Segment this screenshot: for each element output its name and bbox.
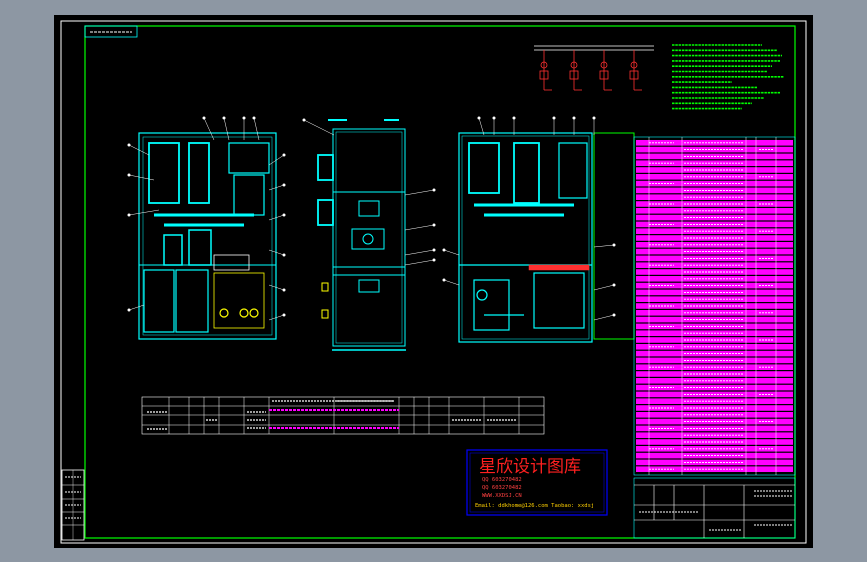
title-block	[633, 477, 796, 539]
cad-drawing: 星欣设计图库 QQ 603270482 QQ 603270482 WWW.XXD…	[60, 20, 807, 544]
side-elevation-view	[317, 119, 406, 351]
outer-sheet-border	[60, 20, 807, 544]
rear-section-view	[458, 132, 635, 343]
left-revision-strip	[61, 469, 85, 541]
watermark-title: 星欣设计图库	[479, 457, 581, 477]
drawing-number-tag	[84, 25, 138, 38]
watermark-email: Email: ddkhome@126.com Taobao: xxdsj	[475, 503, 594, 509]
watermark-qq-2: QQ 603270482	[482, 485, 522, 491]
bill-of-materials	[633, 136, 796, 476]
single-line-diagram	[534, 45, 654, 91]
equipment-schedule-table	[141, 396, 545, 435]
cad-viewport[interactable]: 星欣设计图库 QQ 603270482 QQ 603270482 WWW.XXD…	[54, 15, 813, 548]
front-section-view	[138, 132, 277, 340]
watermark-qq-1: QQ 603270482	[482, 477, 522, 483]
technical-notes	[672, 44, 784, 110]
watermark-box: 星欣设计图库 QQ 603270482 QQ 603270482 WWW.XXD…	[466, 449, 608, 516]
watermark-website: WWW.XXDSJ.CN	[482, 493, 522, 499]
leader-lines	[127, 116, 616, 321]
